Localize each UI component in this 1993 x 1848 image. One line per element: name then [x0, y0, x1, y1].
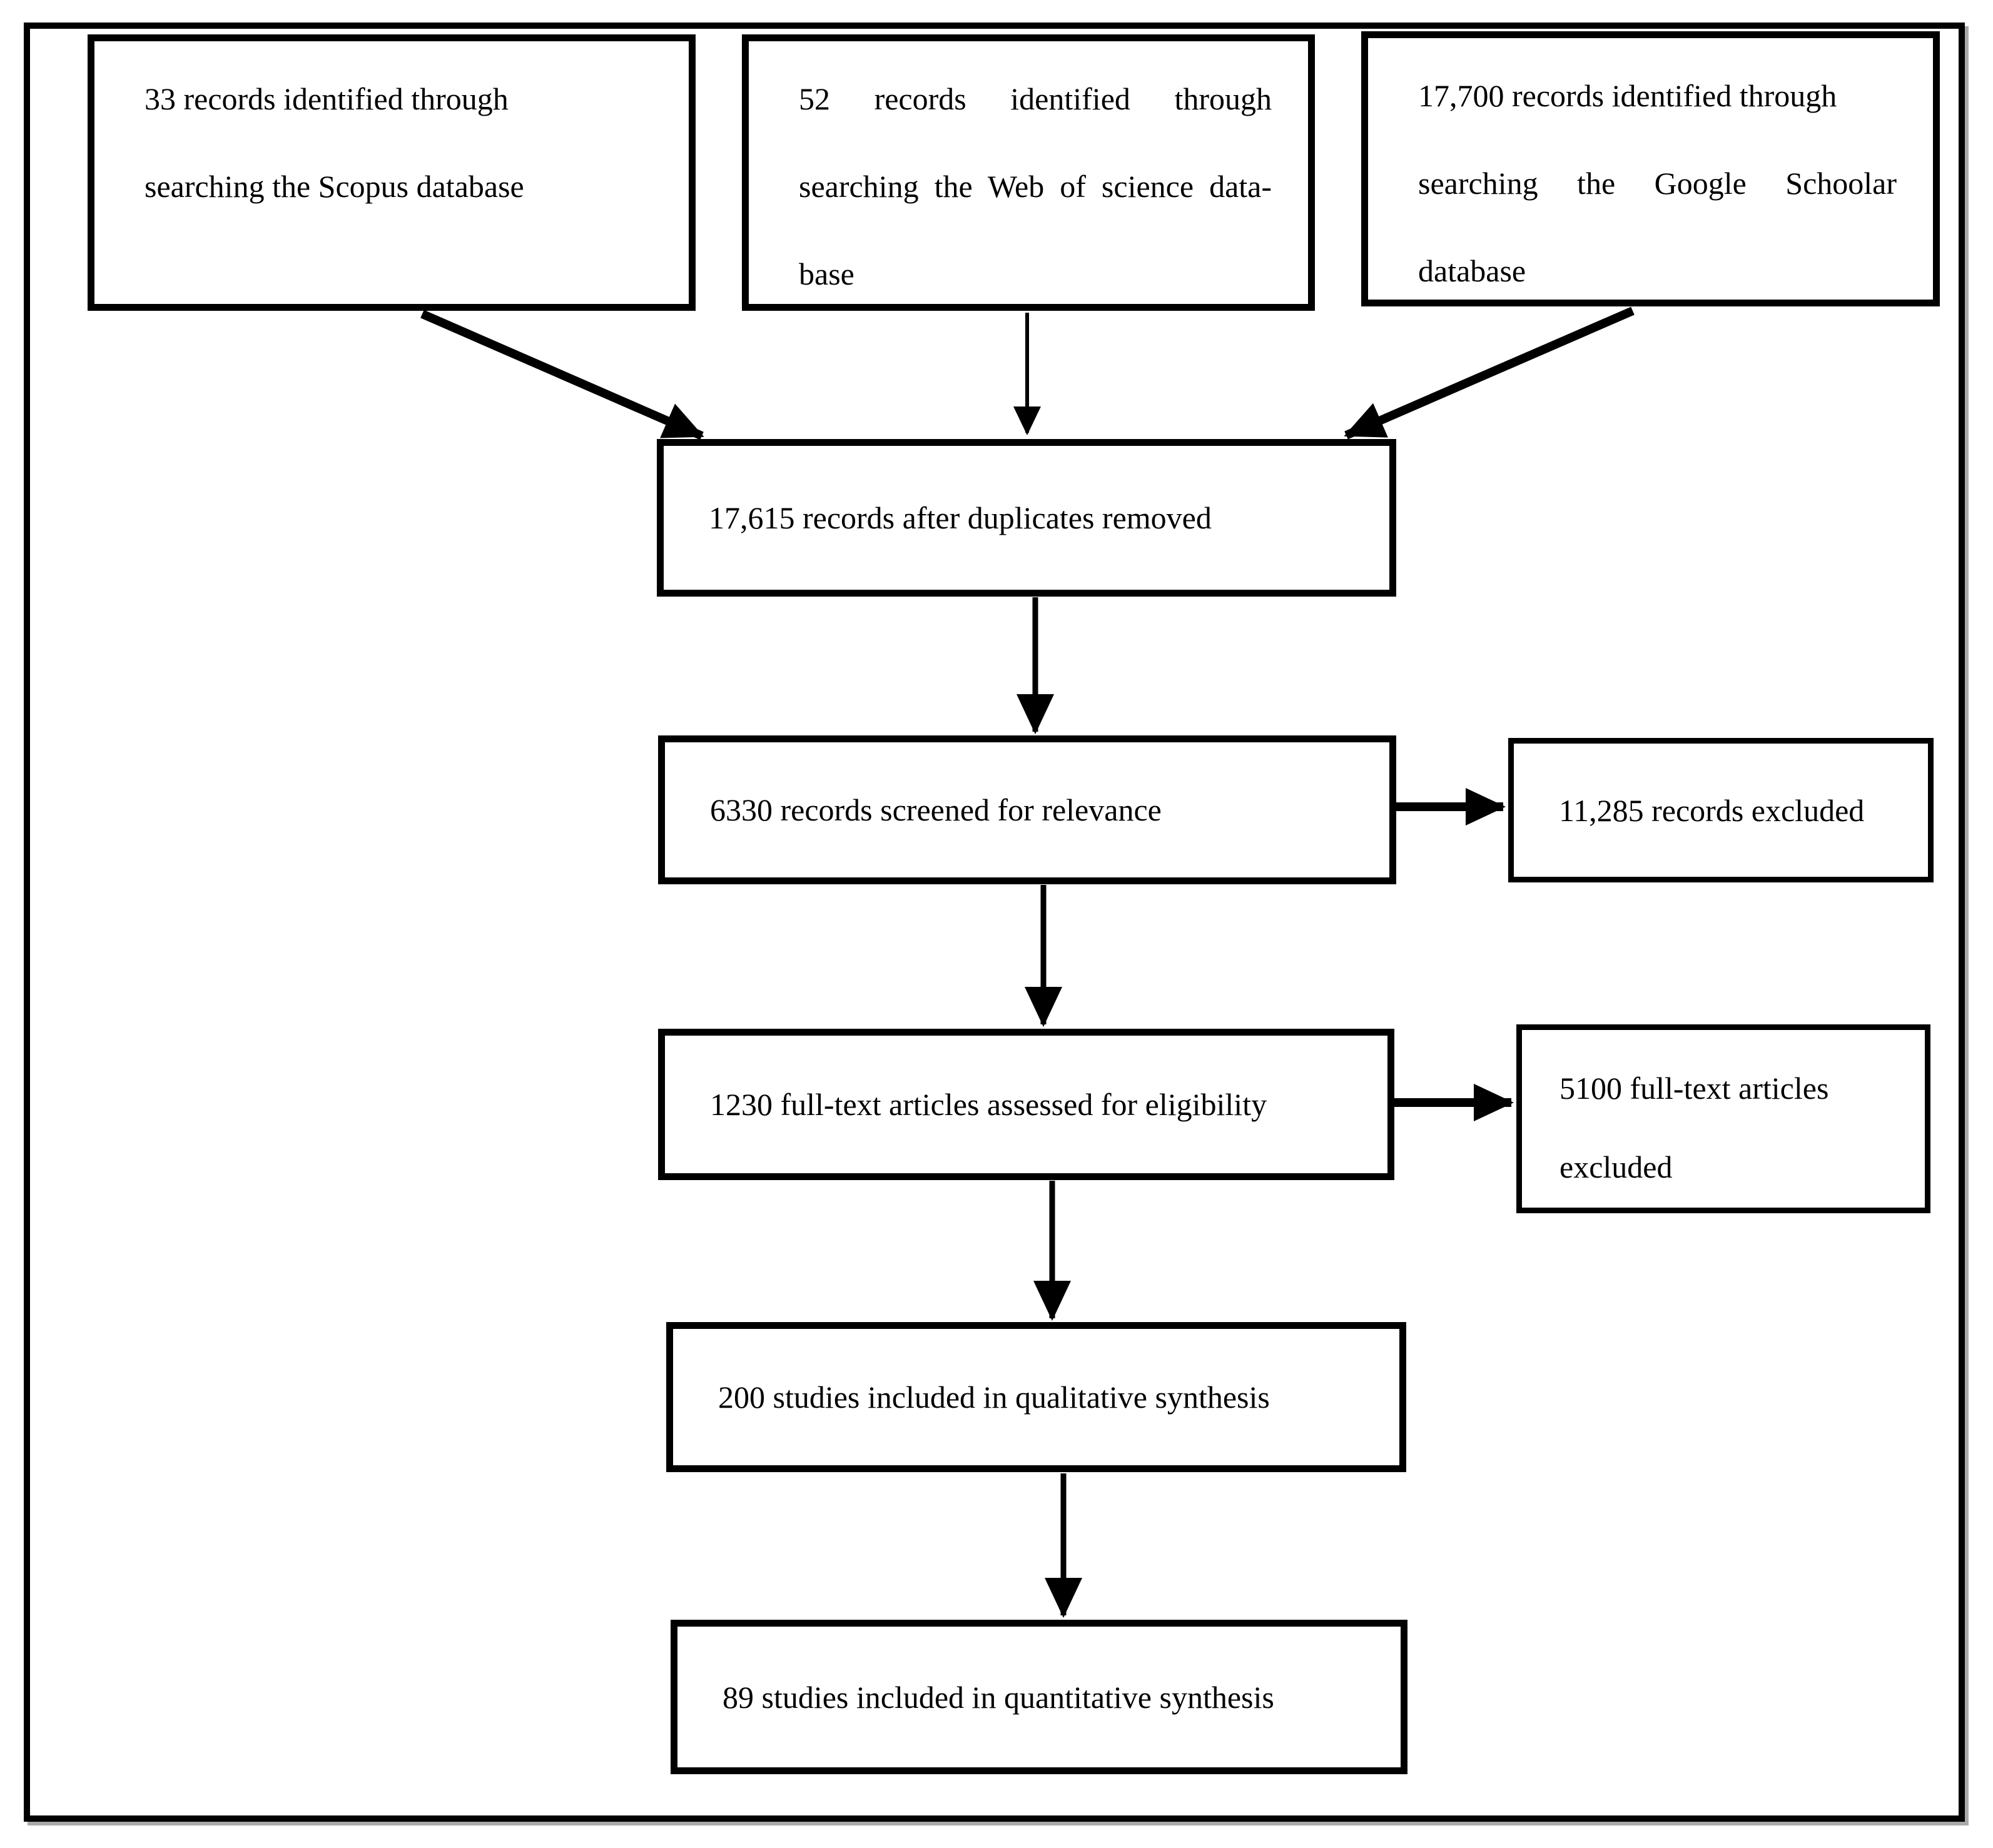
box-text-line: 5100 full-text articles: [1559, 1071, 1829, 1106]
box-web-of-science-records: 52 records identified through searching …: [742, 34, 1315, 311]
box-text-line: 1230 full-text articles assessed for eli…: [710, 1087, 1267, 1122]
box-google-scholar-records: 17,700 records identified through search…: [1361, 31, 1940, 306]
box-text-line: 11,285 records excluded: [1559, 792, 1865, 828]
box-text-line: 6330 records screened for relevance: [710, 792, 1162, 827]
box-scopus-records: 33 records identified through searching …: [88, 34, 696, 311]
page-border: [24, 23, 1965, 1822]
box-text-line: excluded: [1559, 1149, 1673, 1184]
box-fulltext-assessed: 1230 full-text articles assessed for eli…: [658, 1029, 1394, 1180]
box-text-line: 52 records identified through: [799, 81, 1272, 116]
box-records-excluded: 11,285 records excluded: [1508, 738, 1934, 882]
box-qualitative-synthesis: 200 studies included in qualitative synt…: [666, 1322, 1406, 1472]
box-text-line: searching the Scopus database: [145, 169, 524, 204]
box-text-line: 17,615 records after duplicates removed: [709, 500, 1212, 535]
box-text-line: searching the Google Schoolar: [1418, 166, 1897, 201]
box-text-line: database: [1418, 253, 1526, 288]
box-duplicates-removed: 17,615 records after duplicates removed: [657, 439, 1396, 597]
box-text-line: 89 studies included in quantitative synt…: [723, 1679, 1274, 1715]
box-text-line: searching the Web of science data-: [799, 169, 1272, 204]
box-records-screened: 6330 records screened for relevance: [658, 735, 1396, 884]
box-quantitative-synthesis: 89 studies included in quantitative synt…: [671, 1620, 1407, 1774]
box-text-line: 200 studies included in qualitative synt…: [718, 1380, 1270, 1415]
box-text-line: 33 records identified through: [145, 81, 509, 116]
box-text-line: 17,700 records identified through: [1418, 78, 1837, 113]
box-text-line: base: [799, 256, 855, 291]
box-fulltext-excluded: 5100 full-text articles excluded: [1516, 1024, 1930, 1213]
